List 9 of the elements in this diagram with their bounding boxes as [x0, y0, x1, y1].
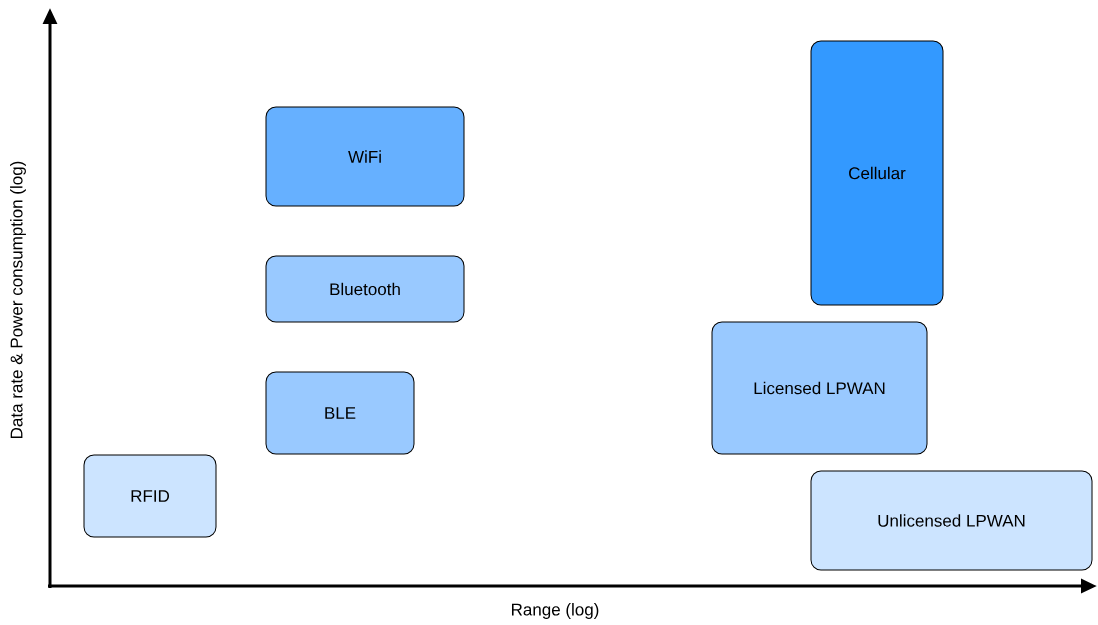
- technology-box: WiFi: [265, 106, 465, 207]
- technology-box: RFID: [83, 454, 217, 538]
- technology-box: Cellular: [810, 40, 944, 306]
- axis-label: Data rate & Power consumption (log): [10, 161, 26, 438]
- technology-box: Bluetooth: [265, 255, 465, 323]
- technology-box: BLE: [265, 371, 415, 455]
- axis-label: Range (log): [512, 603, 599, 619]
- technology-box: Licensed LPWAN: [711, 321, 928, 455]
- technology-box: Unlicensed LPWAN: [810, 470, 1093, 571]
